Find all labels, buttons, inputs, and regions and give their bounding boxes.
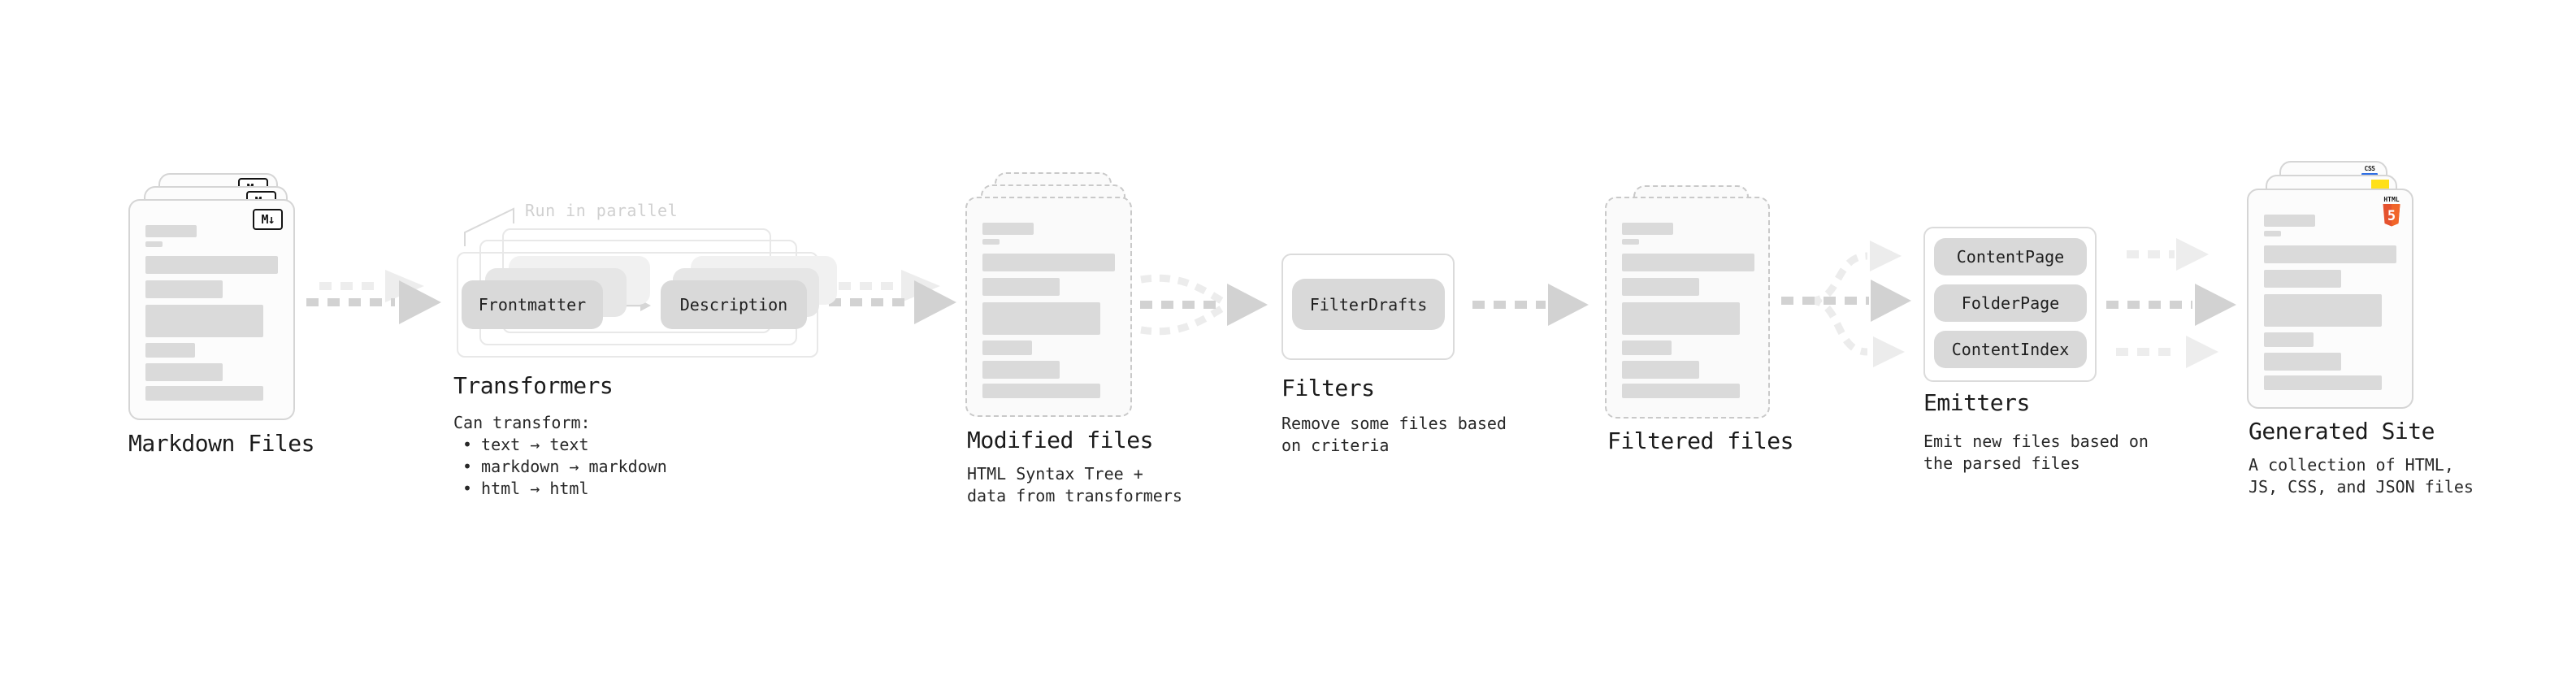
content-page-emitter-box: ContentPage — [1934, 238, 2087, 275]
text-line-placeholder — [2264, 375, 2382, 390]
desc-line: HTML Syntax Tree + — [967, 464, 1143, 484]
can-transform-heading: Can transform: — [453, 413, 591, 432]
html5-shield-right — [2392, 204, 2400, 227]
bullet-label: html → html — [481, 479, 589, 498]
modified-file-card-front — [965, 197, 1132, 417]
document-text-placeholder — [2264, 190, 2412, 407]
emitters-title: Emitters — [1923, 389, 2030, 416]
text-line-placeholder — [1622, 340, 1672, 355]
text-line-placeholder — [982, 223, 1034, 235]
arrow-markdown-to-transformers — [306, 270, 441, 324]
text-line-placeholder — [982, 239, 1000, 245]
text-line-placeholder — [2264, 353, 2341, 371]
text-line-placeholder — [145, 280, 223, 298]
text-line-placeholder — [145, 256, 278, 274]
desc-line: data from transformers — [967, 486, 1182, 505]
document-text-placeholder — [145, 201, 293, 419]
bullet-item: • html → html — [453, 478, 667, 500]
modified-files-description: HTML Syntax Tree + data from transformer… — [967, 463, 1182, 507]
text-line-placeholder — [1622, 278, 1699, 296]
text-line-placeholder — [982, 384, 1100, 398]
document-text-placeholder — [982, 198, 1130, 415]
text-line-placeholder — [982, 278, 1060, 296]
arrows-emitters-to-generated — [2106, 238, 2236, 368]
folder-page-emitter-box: FolderPage — [1934, 284, 2087, 322]
arrow-modified-to-filters-merge — [1140, 274, 1268, 336]
bullet-dot: • — [462, 479, 473, 498]
document-text-placeholder — [1622, 198, 1768, 417]
text-line-placeholder — [145, 363, 223, 381]
css-icon: CSS — [2361, 166, 2378, 176]
text-line-placeholder — [145, 386, 263, 401]
bullet-dot: • — [462, 435, 473, 454]
filtered-files-title: Filtered files — [1607, 427, 1794, 454]
text-line-placeholder — [2264, 294, 2382, 327]
text-line-placeholder — [2264, 245, 2396, 263]
arrow-filtered-to-emitters-fanout — [1781, 241, 1911, 367]
filters-description: Remove some files based on criteria — [1281, 413, 1507, 457]
desc-line: on criteria — [1281, 436, 1390, 455]
frontmatter-transformer-box: Frontmatter — [462, 280, 603, 329]
desc-line: JS, CSS, and JSON files — [2249, 477, 2474, 497]
content-index-emitter-box: ContentIndex — [1934, 331, 2087, 368]
text-line-placeholder — [145, 343, 195, 358]
arrow-filters-to-filtered — [1472, 284, 1589, 326]
modified-files-title: Modified files — [967, 427, 1154, 453]
bullet-item: • markdown → markdown — [453, 456, 667, 478]
desc-line: A collection of HTML, — [2249, 455, 2454, 475]
filters-title: Filters — [1281, 375, 1375, 401]
css-icon-bar — [2361, 173, 2378, 176]
filtered-file-card-front — [1605, 197, 1770, 419]
text-line-placeholder — [1622, 361, 1699, 379]
text-line-placeholder — [2264, 215, 2315, 227]
bullet-item: • text → text — [453, 434, 667, 456]
markdown-file-card-front: M↓ — [128, 199, 295, 420]
text-line-placeholder — [982, 340, 1032, 355]
emitters-description: Emit new files based on the parsed files — [1923, 431, 2149, 475]
desc-line: Emit new files based on — [1923, 432, 2149, 451]
text-line-placeholder — [1622, 254, 1754, 271]
markdown-files-title: Markdown Files — [128, 430, 315, 457]
bullet-dot: • — [462, 457, 473, 476]
html5-icon: HTML 5 — [2381, 194, 2402, 232]
filter-drafts-box: FilterDrafts — [1292, 279, 1445, 330]
js-icon — [2371, 180, 2389, 190]
text-line-placeholder — [2264, 270, 2341, 288]
html5-icon-label: HTML — [2383, 196, 2399, 203]
arrow-transformers-to-modified — [829, 270, 956, 324]
text-line-placeholder — [982, 302, 1100, 335]
text-line-placeholder — [2264, 231, 2281, 236]
text-line-placeholder — [1622, 384, 1740, 398]
generated-html-file-card: HTML 5 — [2247, 189, 2413, 409]
text-line-placeholder — [145, 225, 197, 237]
transformers-title: Transformers — [453, 372, 614, 399]
html5-icon-number: 5 — [2387, 208, 2396, 224]
bullet-label: markdown → markdown — [481, 457, 667, 476]
description-transformer-box: Description — [661, 280, 807, 329]
text-line-placeholder — [1622, 223, 1673, 235]
desc-line: Remove some files based — [1281, 414, 1507, 433]
text-line-placeholder — [145, 241, 163, 247]
css-icon-label: CSS — [2364, 165, 2375, 172]
bullet-label: text → text — [481, 435, 589, 454]
generated-site-description: A collection of HTML, JS, CSS, and JSON … — [2249, 454, 2474, 498]
text-line-placeholder — [145, 305, 263, 337]
markdown-icon: M↓ — [253, 209, 283, 230]
transformers-description: Can transform: • text → text • markdown … — [453, 412, 667, 500]
desc-line: the parsed files — [1923, 453, 2080, 473]
text-line-placeholder — [1622, 239, 1639, 245]
text-line-placeholder — [2264, 332, 2314, 347]
text-line-placeholder — [982, 254, 1115, 271]
generated-site-title: Generated Site — [2249, 418, 2435, 445]
text-line-placeholder — [1622, 302, 1740, 335]
run-in-parallel-annotation: Run in parallel — [525, 201, 679, 220]
text-line-placeholder — [982, 361, 1060, 379]
